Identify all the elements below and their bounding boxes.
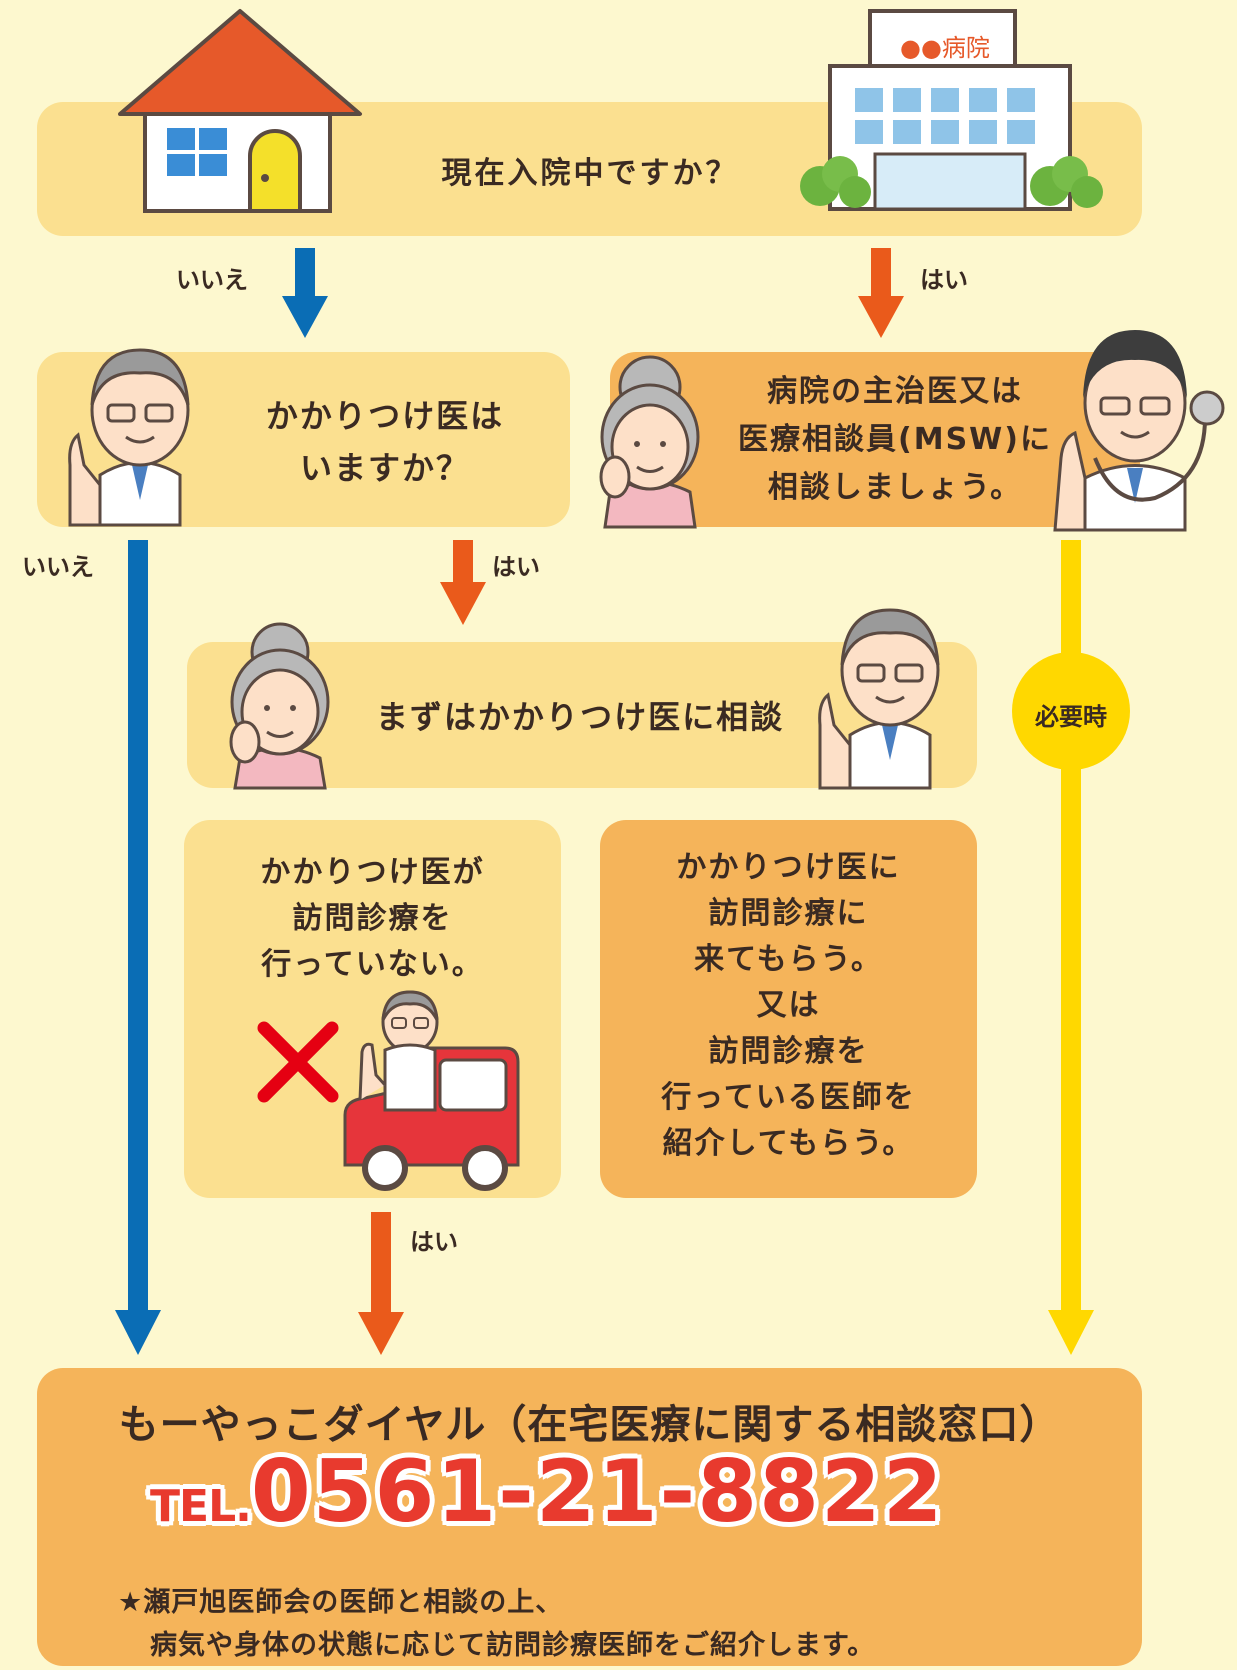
house-icon	[118, 9, 362, 213]
arrow-no-2-long	[115, 540, 161, 1355]
when-needed-badge	[1012, 652, 1130, 770]
label-yes-1: はい	[920, 266, 968, 294]
footer-note-line1: ★瀬戸旭医師会の医師と相談の上、	[118, 1587, 564, 1618]
phone-digits: 0561-21-8822	[249, 1441, 945, 1544]
first-consult-text: まずはかかりつけ医に相談	[375, 698, 785, 736]
label-yes-3: はい	[410, 1228, 458, 1256]
arrow-yes-1	[858, 248, 904, 338]
elderly-woman-icon-2	[229, 622, 330, 790]
no-home-visit-text: かかりつけ医が 訪問診療を 行っていない。	[260, 855, 485, 982]
arrow-yes-2	[440, 540, 486, 625]
phone-prefix: TEL.	[149, 1480, 254, 1534]
home-visit-box	[600, 820, 977, 1198]
doctor-icon-2	[818, 608, 940, 790]
cross-mark-icon	[257, 1021, 339, 1103]
elderly-woman-icon	[599, 355, 700, 529]
arrow-yes-3	[358, 1212, 404, 1355]
label-no-2: いいえ	[22, 553, 94, 581]
arrow-no-1	[282, 248, 328, 338]
question-inpatient-text: 現在入院中ですか？	[441, 156, 739, 191]
footer-box	[37, 1368, 1142, 1666]
doctor-stethoscope-icon	[1053, 330, 1225, 532]
doctor-icon	[68, 348, 190, 527]
when-needed-text: 必要時	[1035, 703, 1107, 731]
doctor-car-icon	[343, 990, 520, 1191]
hospital-icon	[800, 9, 1103, 211]
hospital-consult-text: 病院の主治医又は 医療相談員(MSW)に 相談しましょう。	[738, 374, 1052, 505]
label-no-1: いいえ	[176, 266, 248, 294]
label-yes-2: はい	[492, 553, 540, 581]
phone-number[interactable]: TEL.0561-21-8822	[149, 1441, 945, 1544]
hospital-sign: ●●病院	[900, 34, 990, 62]
home-visit-text: かかりつけ医に 訪問診療に 来てもらう。 又は 訪問診療を 行っている医師を 紹…	[661, 850, 916, 1161]
question-family-doctor-text: かかりつけ医は いますか？	[265, 397, 505, 487]
footer-title: もーやっこダイヤル（在宅医療に関する相談窓口）	[118, 1402, 1061, 1448]
footer-note-line2: 病気や身体の状態に応じて訪問診療医師をご紹介します。	[150, 1630, 876, 1661]
